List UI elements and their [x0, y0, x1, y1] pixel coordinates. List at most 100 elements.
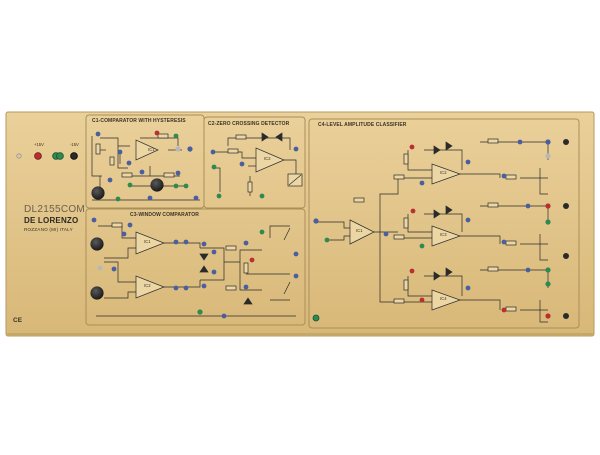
c3-socket-3[interactable]: [121, 231, 127, 237]
c4-socket-5[interactable]: [410, 208, 416, 214]
c1-socket-6[interactable]: [187, 146, 193, 152]
c1-resistor-4: [121, 172, 133, 178]
c4-socket-27[interactable]: [563, 203, 569, 209]
c4-socket-10[interactable]: [465, 159, 471, 165]
c4-opamp-3: [431, 225, 462, 247]
section-c2-frame: [203, 116, 306, 209]
c4-diode-5: [445, 205, 453, 215]
c2-socket-1[interactable]: [210, 149, 216, 155]
c2-socket-4[interactable]: [293, 146, 299, 152]
c4-socket-28[interactable]: [563, 253, 569, 259]
c3-socket-7[interactable]: [183, 239, 189, 245]
c3-knob-2[interactable]: [90, 286, 104, 300]
c4-socket-14[interactable]: [501, 239, 507, 245]
c1-socket-8[interactable]: [139, 169, 145, 175]
socket-ground-right[interactable]: [56, 152, 64, 160]
c4-diode-3: [433, 271, 441, 281]
c3-knob-1[interactable]: [90, 237, 104, 251]
c4-socket-6[interactable]: [409, 268, 415, 274]
c4-socket-1[interactable]: [313, 218, 319, 224]
c3-socket-4[interactable]: [97, 265, 103, 271]
c4-resistor-6: [393, 234, 405, 240]
section-c3-circuit: [96, 222, 296, 317]
c3-socket-1[interactable]: [91, 217, 97, 223]
c3-socket-16[interactable]: [243, 284, 249, 290]
section-c1-sockets: [91, 130, 199, 202]
socket-pos-supply[interactable]: [34, 152, 42, 160]
c1-socket-1[interactable]: [95, 131, 101, 137]
c1-socket-7[interactable]: [126, 160, 132, 166]
c1-socket-12[interactable]: [173, 183, 179, 189]
c1-section-title: C1-COMPARATOR WITH HYSTERESIS: [92, 118, 186, 124]
c4-socket-24[interactable]: [545, 281, 551, 287]
c4-socket-25[interactable]: [545, 313, 551, 319]
section-c4-circuit: [316, 138, 549, 323]
c3-socket-18[interactable]: [293, 251, 299, 257]
c4-ic4-label: IC4: [440, 296, 447, 301]
c3-socket-20[interactable]: [197, 309, 203, 315]
c4-resistor-8: [487, 138, 499, 144]
c1-socket-13[interactable]: [183, 183, 189, 189]
c3-socket-12[interactable]: [211, 249, 217, 255]
c1-socket-15[interactable]: [147, 195, 153, 201]
c4-socket-15[interactable]: [501, 307, 507, 313]
c4-socket-19[interactable]: [545, 139, 551, 145]
c1-socket-9[interactable]: [175, 170, 181, 176]
c4-socket-7[interactable]: [419, 180, 425, 186]
c4-socket-12[interactable]: [465, 285, 471, 291]
c3-socket-11[interactable]: [201, 283, 207, 289]
c2-socket-3[interactable]: [239, 161, 245, 167]
c4-socket-9[interactable]: [419, 297, 425, 303]
c4-socket-18[interactable]: [525, 267, 531, 273]
section-c2-sockets: [210, 146, 299, 199]
socket-neg-supply[interactable]: [70, 152, 78, 160]
c4-socket-16[interactable]: [517, 139, 523, 145]
panel-screw-left: [16, 153, 22, 159]
c4-socket-21[interactable]: [545, 203, 551, 209]
c1-socket-16[interactable]: [193, 195, 199, 201]
c4-socket-20[interactable]: [545, 153, 551, 159]
c3-socket-8[interactable]: [173, 285, 179, 291]
c1-resistor-5: [163, 172, 175, 178]
c2-ic-label: IC2: [264, 156, 271, 161]
c3-socket-15[interactable]: [249, 257, 255, 263]
c1-socket-10[interactable]: [107, 177, 113, 183]
c4-socket-13[interactable]: [501, 173, 507, 179]
c1-socket-2[interactable]: [154, 130, 160, 136]
c4-socket-22[interactable]: [545, 219, 551, 225]
c3-socket-10[interactable]: [201, 241, 207, 247]
c3-socket-5[interactable]: [111, 266, 117, 272]
c3-socket-21[interactable]: [221, 313, 227, 319]
c4-socket-3[interactable]: [383, 231, 389, 237]
c3-resistor-2: [225, 245, 237, 251]
c4-socket-17[interactable]: [525, 203, 531, 209]
c4-socket-11[interactable]: [465, 217, 471, 223]
c1-knob-2[interactable]: [150, 178, 164, 192]
c2-socket-5[interactable]: [216, 193, 222, 199]
c4-socket-29[interactable]: [563, 313, 569, 319]
c3-socket-6[interactable]: [173, 239, 179, 245]
c1-socket-3[interactable]: [173, 133, 179, 139]
c2-socket-6[interactable]: [259, 193, 265, 199]
c1-socket-14[interactable]: [115, 196, 121, 202]
c1-socket-5[interactable]: [175, 146, 181, 152]
pos-supply-label: +15V: [34, 142, 44, 147]
c3-socket-14[interactable]: [243, 240, 249, 246]
c1-socket-4[interactable]: [117, 149, 123, 155]
c4-socket-4[interactable]: [409, 144, 415, 150]
c4-socket-26[interactable]: [563, 139, 569, 145]
c1-knob-1[interactable]: [91, 186, 105, 200]
c4-socket-23[interactable]: [545, 267, 551, 273]
c3-resistor-1: [111, 222, 123, 228]
c4-ic3-label: IC3: [440, 232, 447, 237]
c3-socket-17[interactable]: [259, 229, 265, 235]
c3-socket-19[interactable]: [293, 273, 299, 279]
c3-socket-9[interactable]: [183, 285, 189, 291]
c1-resistor-3: [157, 133, 169, 139]
c3-socket-2[interactable]: [127, 222, 133, 228]
c3-socket-13[interactable]: [211, 269, 217, 275]
c4-socket-8[interactable]: [419, 243, 425, 249]
c1-socket-11[interactable]: [127, 182, 133, 188]
c2-socket-2[interactable]: [211, 164, 217, 170]
c4-socket-2[interactable]: [324, 237, 330, 243]
